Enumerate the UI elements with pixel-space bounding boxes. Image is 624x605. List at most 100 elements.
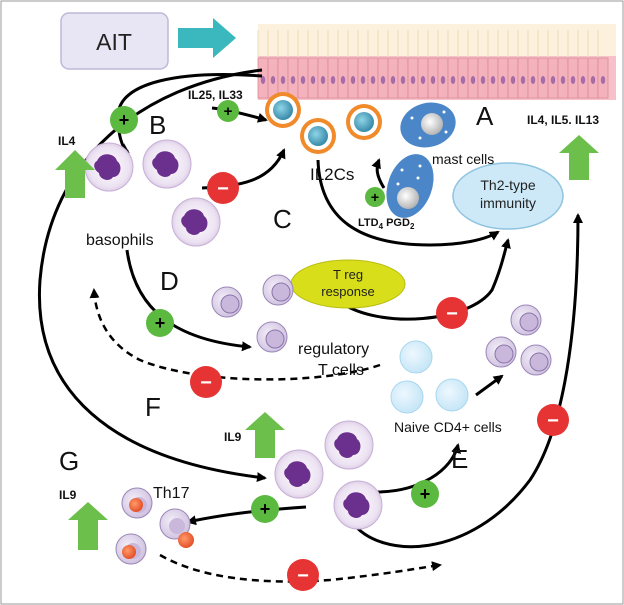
il2c-cells	[265, 92, 382, 154]
ait-arrow-icon	[178, 18, 236, 58]
il4-il5-il13-up-arrow-icon	[559, 135, 599, 180]
epithelial-nucleus	[470, 76, 476, 84]
epithelial-nucleus	[450, 76, 456, 84]
minus-right-icon: −	[537, 404, 569, 436]
epithelial-nucleus	[480, 76, 486, 84]
il2cs-label: IL2Cs	[310, 165, 354, 184]
minus-signs: − − − − −	[190, 172, 569, 591]
svg-text:+: +	[420, 484, 431, 504]
plus-d-icon: +	[146, 309, 174, 337]
svg-text:+: +	[371, 189, 379, 205]
th17-label: Th17	[153, 485, 190, 502]
arrow-basophils-to-th17	[186, 505, 307, 526]
epithelial-nucleus	[320, 76, 326, 84]
th17-cells	[115, 487, 194, 565]
epithelial-nucleus	[580, 76, 586, 84]
il4-label: IL4	[58, 134, 76, 148]
epithelial-nucleus	[560, 76, 566, 84]
epithelial-nucleus	[600, 76, 606, 84]
letter-g: G	[59, 446, 79, 476]
plus-ltd-icon: +	[365, 187, 385, 207]
svg-text:+: +	[260, 499, 271, 519]
letter-e: E	[451, 444, 468, 474]
plus-signs: + + + + + +	[110, 100, 439, 523]
mast-cells	[386, 102, 456, 218]
epithelial-nucleus	[410, 76, 416, 84]
epithelial-nucleus	[270, 76, 276, 84]
il9-left-label: IL9	[59, 488, 77, 502]
epithelial-nucleus	[370, 76, 376, 84]
basophil-cells	[84, 139, 383, 530]
ait-box	[60, 12, 169, 70]
epithelial-nucleus	[550, 76, 556, 84]
epithelial-nucleus	[420, 76, 426, 84]
basophils-label: basophils	[86, 232, 154, 249]
epithelial-nucleus	[330, 76, 336, 84]
epithelial-nucleus	[460, 76, 466, 84]
epithelial-nucleus	[400, 76, 406, 84]
minus-f-icon: −	[190, 366, 222, 398]
epithelial-nucleus	[570, 76, 576, 84]
il4-il5-il13-label: IL4, IL5. IL13	[527, 113, 599, 127]
svg-text:−: −	[297, 565, 309, 587]
epithelial-nucleus	[590, 76, 596, 84]
il4-up-arrow-icon	[55, 150, 95, 198]
epithelial-nucleus	[390, 76, 396, 84]
letter-b: B	[149, 110, 166, 140]
epithelial-nucleus	[490, 76, 496, 84]
il9-mid-label: IL9	[224, 430, 242, 444]
arrow-epi-to-basophils	[116, 73, 263, 154]
epithelial-nucleus	[430, 76, 436, 84]
epithelial-nucleus	[340, 76, 346, 84]
plus-e-icon: +	[411, 480, 439, 508]
epithelial-nucleus	[510, 76, 516, 84]
plus-il25-icon: +	[217, 100, 239, 122]
letter-d: D	[160, 266, 179, 296]
treg-label-line1: T reg	[333, 267, 363, 282]
arrow-il25-to-il2cs	[211, 106, 268, 123]
letter-f: F	[145, 392, 161, 422]
ltd-pgd-label: LTD4 PGD2	[358, 217, 415, 231]
letter-a: A	[476, 101, 494, 131]
svg-text:−: −	[547, 410, 559, 432]
arrow-il2cs-to-th2	[316, 159, 500, 247]
th2-label-line2: immunity	[480, 195, 536, 211]
epithelium-layer	[257, 24, 616, 100]
svg-text:+: +	[119, 110, 130, 130]
minus-treg-icon: −	[436, 297, 468, 329]
epithelial-nucleus	[530, 76, 536, 84]
epithelial-nucleus	[350, 76, 356, 84]
naive-cd4-cells	[390, 340, 469, 414]
treg-label-line2: response	[321, 284, 374, 299]
svg-text:+: +	[224, 103, 233, 120]
epithelial-nucleus	[440, 76, 446, 84]
minus-c-icon: −	[207, 172, 239, 204]
epithelial-nucleus	[520, 76, 526, 84]
arrow-treg-inhibit-th2	[339, 238, 511, 321]
arrow-naive-to-treg	[475, 374, 504, 397]
svg-text:−: −	[200, 372, 212, 394]
up-arrows	[55, 135, 599, 550]
epithelial-nucleus	[280, 76, 286, 84]
arrow-basophils-inhibit-il4	[350, 213, 583, 549]
il25-il33-label: IL25, IL33	[188, 88, 243, 102]
th2-immunity-ellipse	[452, 162, 564, 230]
naive-cd4-label: Naive CD4+ cells	[394, 419, 502, 435]
epithelial-nucleus	[260, 76, 266, 84]
regulatory-label-line1: regulatory	[298, 341, 369, 358]
svg-text:+: +	[155, 313, 166, 333]
mast-cells-label: mast cells	[432, 151, 494, 167]
epithelial-nucleus	[290, 76, 296, 84]
arrow-epi-to-basophils-g	[37, 68, 267, 483]
dashed-arrow-f	[89, 288, 381, 381]
dashed-arrow-g	[159, 553, 442, 583]
ait-label: AIT	[96, 29, 132, 55]
letter-c: C	[273, 204, 292, 234]
plus-g-icon: +	[251, 495, 279, 523]
regulatory-label-line2: T cells	[318, 362, 364, 379]
epithelial-nucleus	[540, 76, 546, 84]
epithelial-nucleus	[310, 76, 316, 84]
svg-text:−: −	[446, 303, 458, 325]
minus-g-icon: −	[287, 559, 319, 591]
